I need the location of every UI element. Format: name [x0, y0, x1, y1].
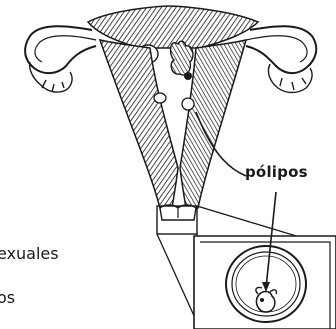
polyps-label: pólipos — [245, 163, 308, 181]
side-text-line-2: os — [0, 288, 15, 307]
polyp-cluster — [171, 41, 193, 75]
polyp-right — [182, 98, 194, 110]
right-fallopian-tube — [246, 26, 316, 73]
polyp-magnified — [256, 292, 274, 313]
uterus-fundus — [88, 6, 258, 48]
side-text-line-1: exuales — [0, 244, 59, 263]
polyp-left — [154, 93, 166, 103]
left-uterine-wall — [100, 40, 178, 208]
